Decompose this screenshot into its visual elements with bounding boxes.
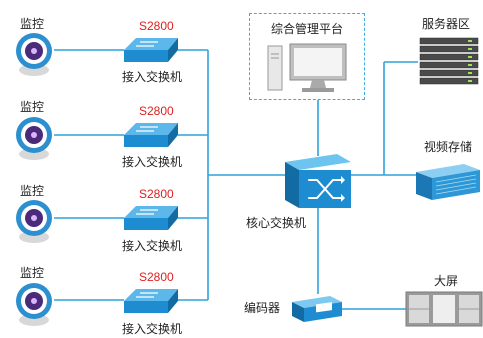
management-platform-box <box>249 13 365 100</box>
server-rack-icon <box>419 37 479 85</box>
switch-model-4: S2800 <box>139 270 174 284</box>
encoder-label: 编码器 <box>244 301 281 315</box>
core-switch-label: 核心交换机 <box>246 216 307 230</box>
switch-label-3: 接入交换机 <box>122 239 183 253</box>
camera-label-3: 监控 <box>20 184 45 198</box>
encoder-icon <box>292 296 342 322</box>
servers-label: 服务器区 <box>422 17 471 31</box>
switch-label-1: 接入交换机 <box>122 70 183 84</box>
management-label: 综合管理平台 <box>271 22 344 36</box>
camera-label-2: 监控 <box>20 100 45 114</box>
switch-model-1: S2800 <box>139 19 174 33</box>
switch-icon <box>124 206 178 230</box>
big-screen-label: 大屏 <box>434 274 459 288</box>
storage-label: 视频存储 <box>424 140 473 154</box>
switch-icon <box>124 123 178 147</box>
computer-icon <box>267 43 347 92</box>
switch-icon <box>124 289 178 313</box>
display-wall-icon <box>405 291 483 327</box>
core-switch-icon <box>285 154 351 208</box>
storage-array-icon <box>416 164 480 200</box>
camera-icon <box>16 200 52 243</box>
switch-model-3: S2800 <box>139 187 174 201</box>
camera-icon <box>16 283 52 326</box>
switch-label-4: 接入交换机 <box>122 322 183 336</box>
camera-label-1: 监控 <box>20 17 45 31</box>
switch-label-2: 接入交换机 <box>122 155 183 169</box>
camera-icon <box>16 33 52 76</box>
camera-label-4: 监控 <box>20 266 45 280</box>
switch-icon <box>124 38 178 62</box>
camera-icon <box>16 117 52 160</box>
switch-model-2: S2800 <box>139 104 174 118</box>
